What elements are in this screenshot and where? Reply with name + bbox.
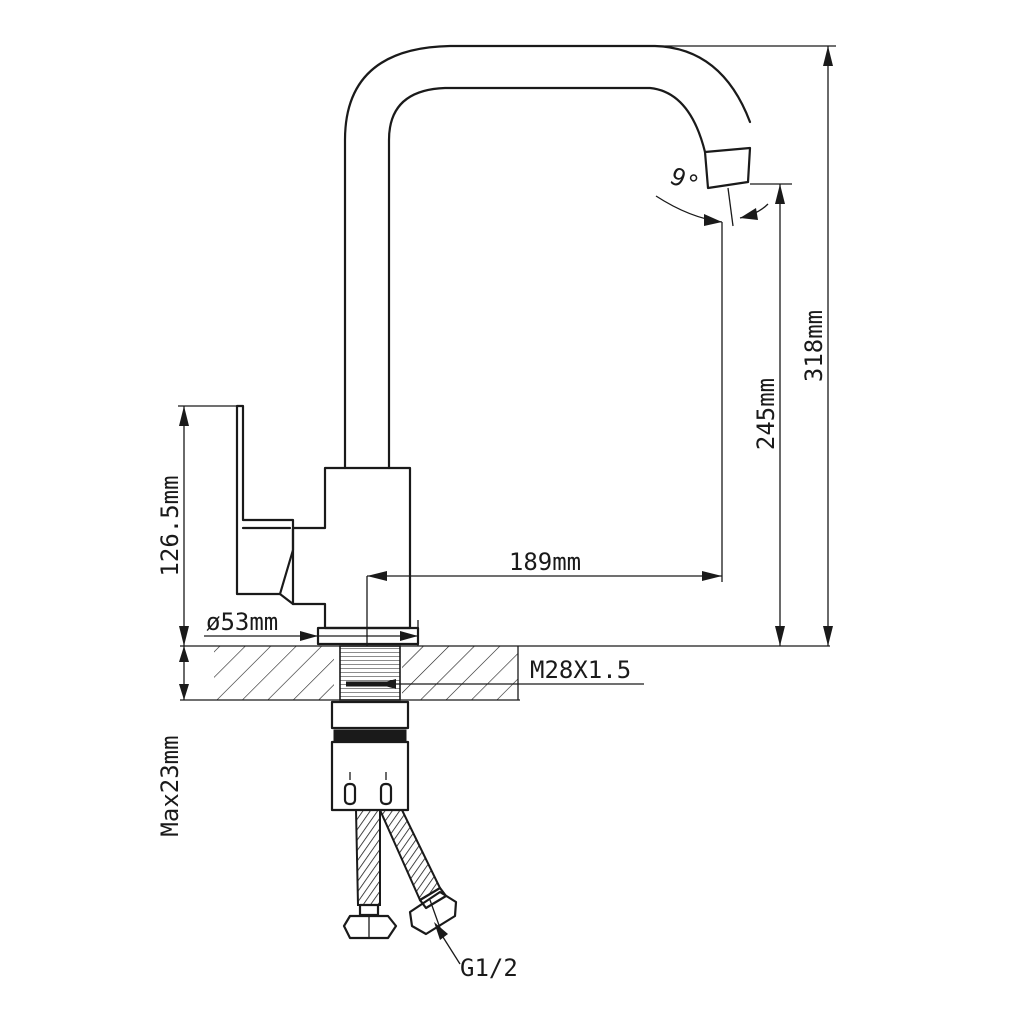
dimension-countertop-thickness: Max23mm <box>156 646 189 837</box>
connection-label: G1/2 <box>460 954 518 982</box>
dimension-lever-height: 126.5mm <box>156 405 243 646</box>
thread-label: M28X1.5 <box>530 656 631 684</box>
lever-height-label: 126.5mm <box>156 475 184 576</box>
total-height-label: 318mm <box>800 310 828 382</box>
dimension-tilt-angle: 9° <box>655 162 769 227</box>
base-diameter-label: ø53mm <box>206 608 278 636</box>
dimension-spout-reach: 189mm <box>366 222 723 646</box>
threaded-shank <box>339 645 401 701</box>
braided-hoses <box>342 809 458 940</box>
tilt-angle-label: 9° <box>666 162 704 199</box>
faucet-body <box>235 44 752 646</box>
dimension-base-diameter: ø53mm <box>204 608 419 646</box>
spout-reach-label: 189mm <box>509 548 581 576</box>
dimension-connection: G1/2 <box>434 922 518 982</box>
dimension-spout-height: 245mm <box>750 183 792 646</box>
lever-handle <box>235 404 295 596</box>
aerator <box>703 146 752 190</box>
body-block <box>291 466 412 630</box>
countertop <box>180 645 830 701</box>
mounting-hardware <box>330 700 410 812</box>
countertop-thickness-label: Max23mm <box>156 735 184 836</box>
dimension-thread: M28X1.5 <box>378 656 644 689</box>
spout-height-label: 245mm <box>752 378 780 450</box>
dimension-total-height: 318mm <box>450 45 836 646</box>
